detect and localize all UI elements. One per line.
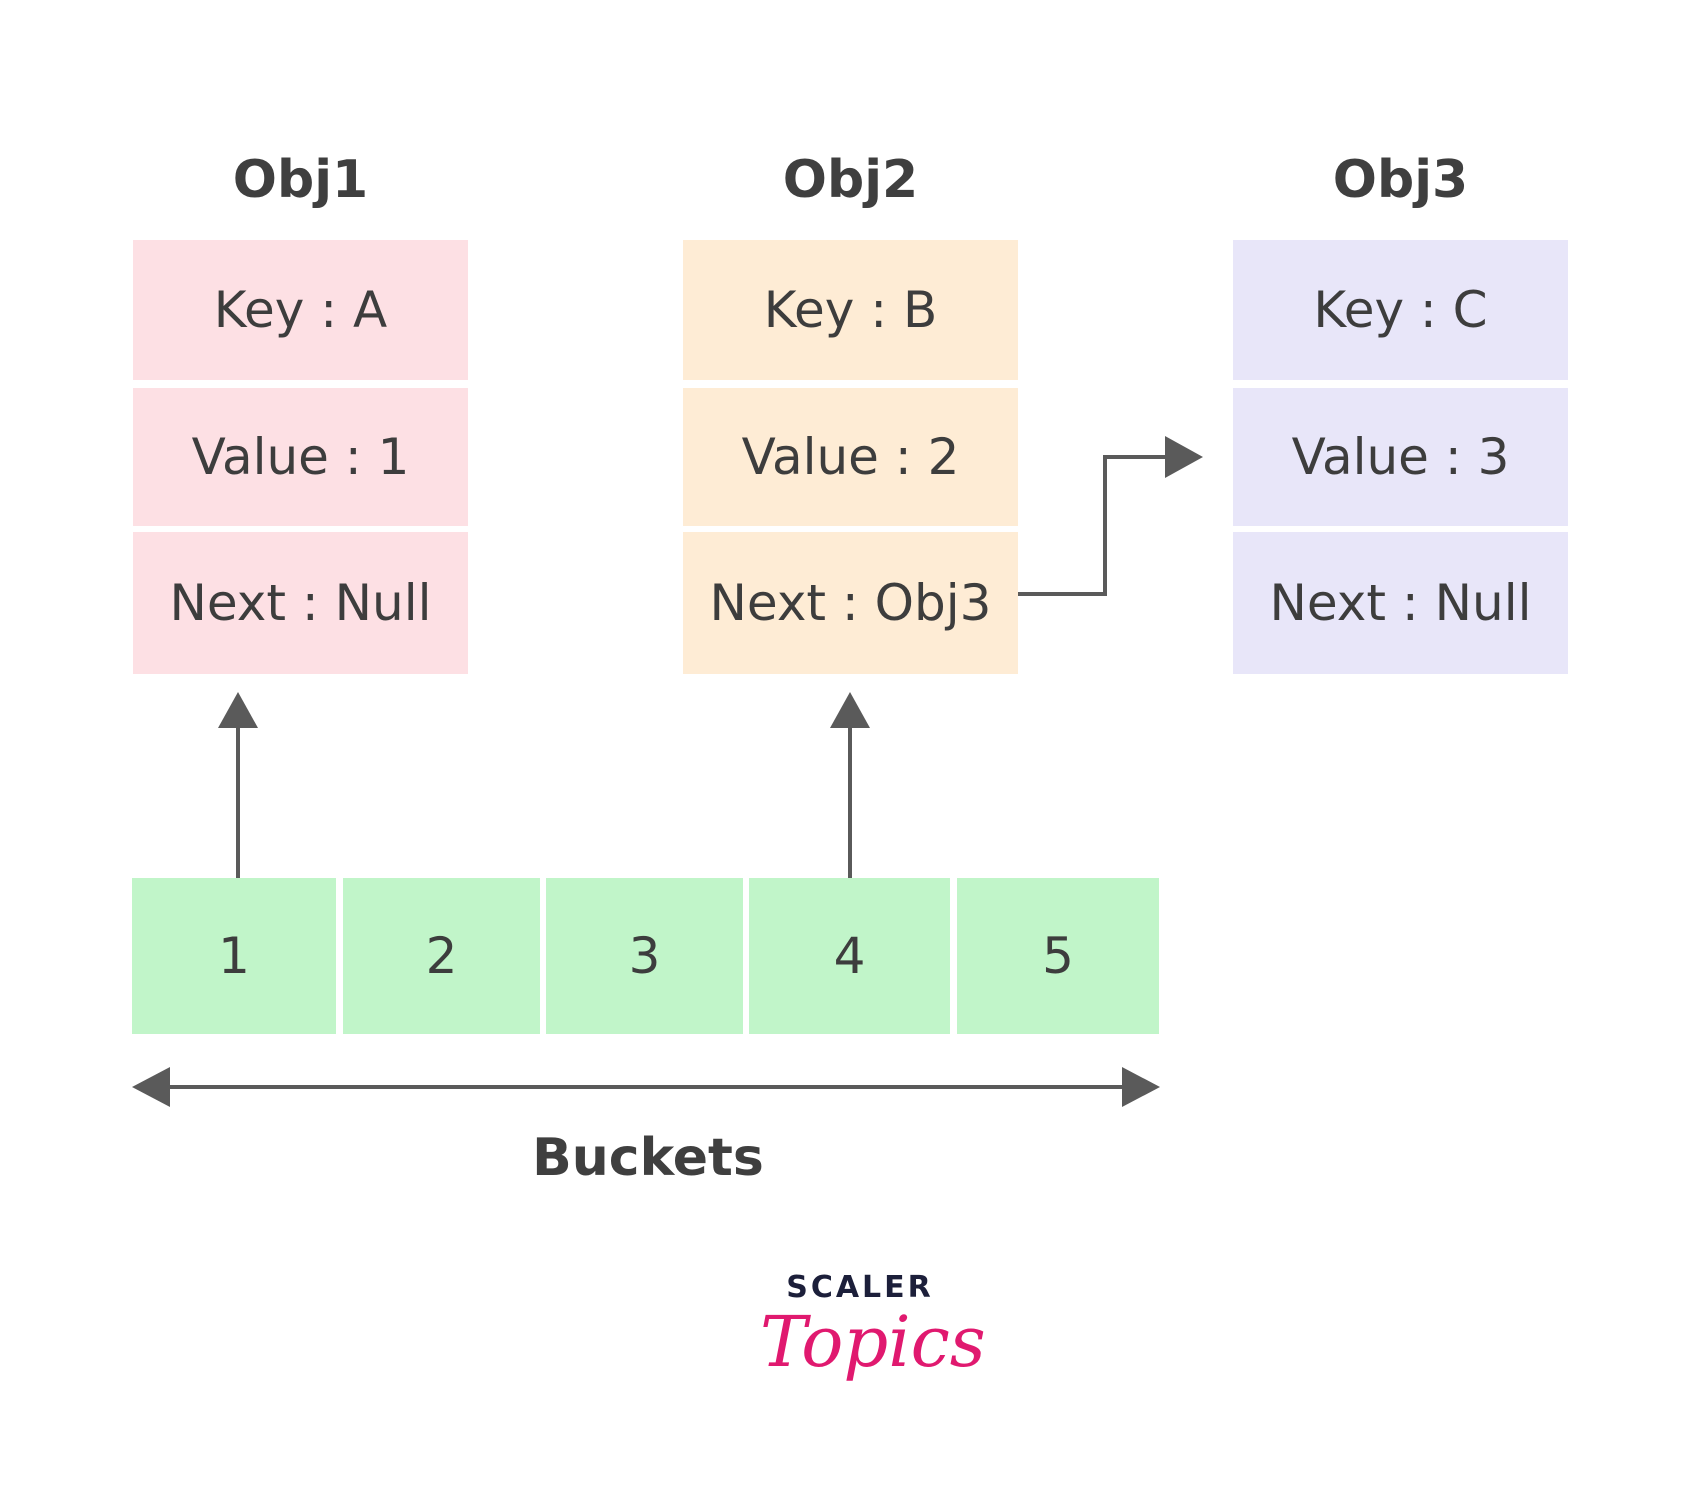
left-arrowhead-icon [132,1067,170,1107]
logo-scaler-text: SCALER [786,1270,934,1305]
obj1-key-cell: Key : A [133,240,468,380]
obj3-value-cell: Value : 3 [1233,388,1568,526]
bucket-3: 3 [546,878,743,1034]
obj2-arrowhead-icon [830,692,870,728]
obj2-key-cell: Key : B [683,240,1018,380]
obj3-title: Obj3 [1332,150,1469,210]
buckets-label: Buckets [532,1128,764,1188]
bucket-2: 2 [343,878,540,1034]
logo-topics-text: Topics [760,1301,986,1383]
obj1-next-cell: Next : Null [133,532,468,674]
bucket-5: 5 [957,878,1159,1034]
obj2-title: Obj2 [782,150,919,210]
obj2-to-obj3-arrow-line [1018,455,1168,596]
obj3-next-cell: Next : Null [1233,532,1568,674]
scaler-topics-logo: SCALER Topics [760,1270,986,1410]
obj1-value-cell: Value : 1 [133,388,468,526]
obj1-arrowhead-icon [218,692,258,728]
bucket-1: 1 [132,878,336,1034]
obj2-value-cell: Value : 2 [683,388,1018,526]
right-arrowhead-icon [1122,1067,1160,1107]
obj1-title: Obj1 [232,150,369,210]
obj3-key-cell: Key : C [1233,240,1568,380]
bucket-4: 4 [749,878,950,1034]
obj2-next-cell: Next : Obj3 [683,532,1018,674]
obj3-arrowhead-icon [1165,436,1203,478]
